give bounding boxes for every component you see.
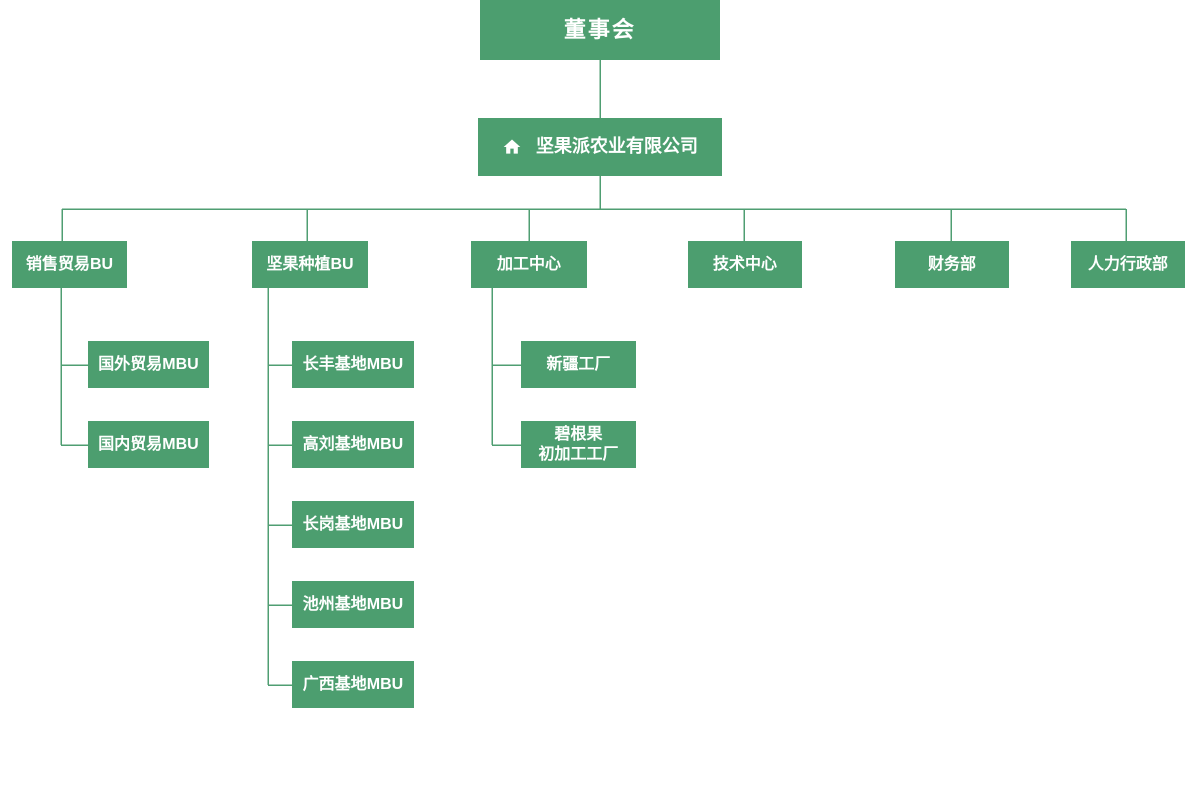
org-node-label: 加工中心 [496,255,561,273]
org-node-hr-admin-dept[interactable]: 人力行政部 [1071,241,1185,288]
org-node-changgang-base-mbu[interactable]: 长岗基地MBU [292,501,414,548]
org-node-changfeng-base-mbu[interactable]: 长丰基地MBU [292,341,414,388]
org-node-pecan-primary-processing-factory[interactable]: 碧根果 初加工工厂 [521,421,636,468]
org-node-gaoliu-base-mbu[interactable]: 高刘基地MBU [292,421,414,468]
org-node-label: 董事会 [563,16,636,42]
org-node-processing-center[interactable]: 加工中心 [471,241,587,288]
org-node-label: 销售贸易BU [25,255,114,273]
home-icon [502,137,522,157]
org-node-label: 广西基地MBU [302,675,404,693]
org-node-label: 池州基地MBU [302,595,404,613]
org-node-label: 技术中心 [712,255,777,273]
org-node-label: 长岗基地MBU [302,515,404,533]
org-node-finance-dept[interactable]: 财务部 [895,241,1009,288]
org-node-label: 人力行政部 [1087,255,1168,273]
org-node-guangxi-base-mbu[interactable]: 广西基地MBU [292,661,414,708]
org-node-label: 财务部 [927,255,976,273]
org-node-label: 高刘基地MBU [302,435,404,453]
org-node-label: 新疆工厂 [546,355,611,373]
org-node-overseas-trade-mbu[interactable]: 国外贸易MBU [88,341,209,388]
org-node-chizhou-base-mbu[interactable]: 池州基地MBU [292,581,414,628]
org-node-company[interactable]: 坚果派农业有限公司 [478,118,722,176]
org-node-label: 坚果种植BU [266,255,354,273]
org-node-domestic-trade-mbu[interactable]: 国内贸易MBU [88,421,209,468]
org-node-technology-center[interactable]: 技术中心 [688,241,802,288]
org-node-label: 碧根果 初加工工厂 [538,426,619,463]
org-node-label: 长丰基地MBU [302,355,404,373]
org-node-nut-planting-bu[interactable]: 坚果种植BU [252,241,368,288]
org-node-board[interactable]: 董事会 [480,0,720,60]
org-node-label: 坚果派农业有限公司 [536,136,698,157]
org-node-sales-trade-bu[interactable]: 销售贸易BU [12,241,127,288]
org-node-label: 国外贸易MBU [98,355,199,373]
org-node-label: 国内贸易MBU [98,435,199,453]
org-node-xinjiang-factory[interactable]: 新疆工厂 [521,341,636,388]
